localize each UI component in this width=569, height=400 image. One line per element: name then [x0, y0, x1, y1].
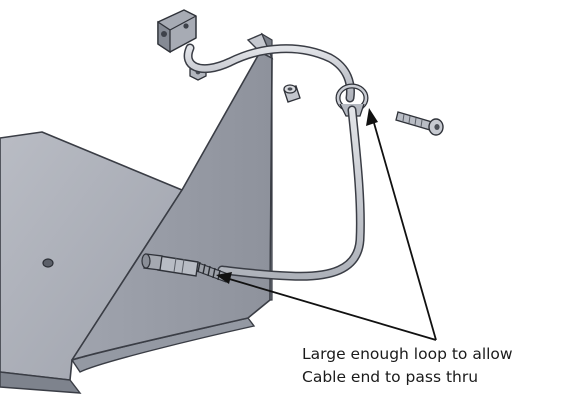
arrow-to-cable-end: [225, 277, 437, 341]
callout-text: Large enough loop to allow Cable end to …: [302, 343, 567, 389]
mounting-hole: [42, 258, 54, 268]
arrow-to-clamp: [371, 115, 437, 341]
callout-line-2: Cable end to pass thru: [302, 368, 479, 386]
callout-line-1: Large enough loop to allow: [302, 345, 513, 363]
top-connector: [157, 9, 197, 54]
arrowhead-cable-end: [216, 272, 232, 284]
bracket-base-front-edge: [0, 371, 82, 394]
callout-arrows: [216, 108, 437, 341]
screw: [395, 111, 444, 136]
arrowhead-clamp: [366, 108, 378, 126]
bracket-vertical-wall: [71, 51, 273, 361]
cable-end-connector: [141, 253, 199, 277]
spacer: [283, 84, 301, 103]
